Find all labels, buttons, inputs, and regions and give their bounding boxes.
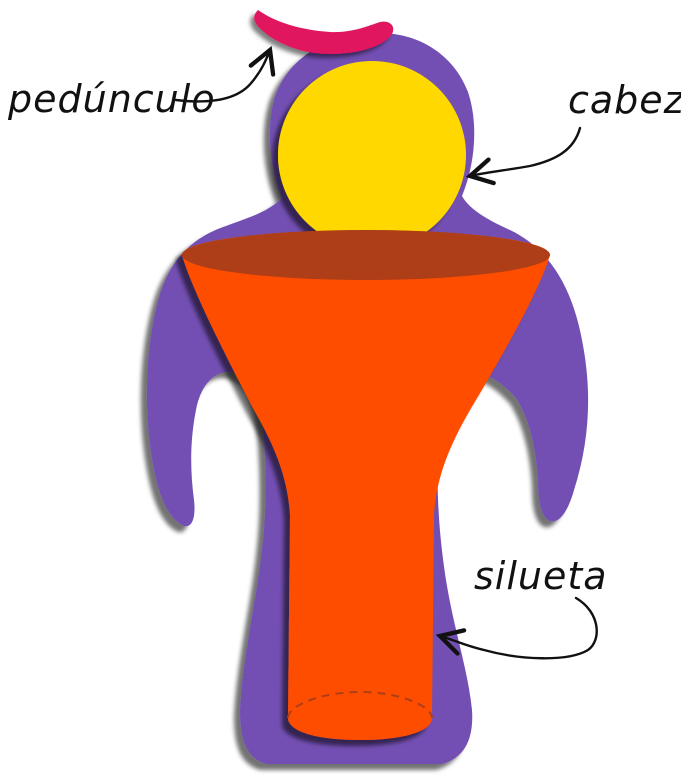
peduncle-shape [254,10,393,54]
arrow-silhouette [440,598,597,658]
label-silhouette: silueta [474,554,608,598]
funnel-body [182,230,550,740]
funnel-rim [182,230,550,280]
label-peduncle: pedúnculo [7,77,216,121]
arrow-head [470,128,580,176]
label-head: cabeza [568,78,681,122]
head-circle [278,61,466,249]
